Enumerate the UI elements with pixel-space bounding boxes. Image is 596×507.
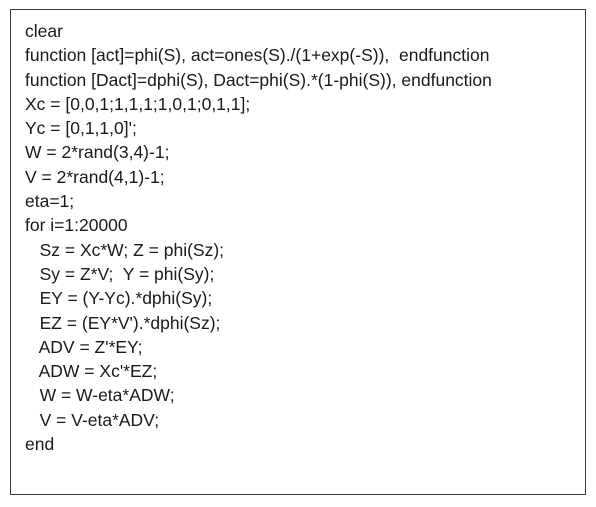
code-line: Xc = [0,0,1;1,1,1;1,0,1;0,1,1]; — [25, 93, 251, 114]
code-line: W = W-eta*ADW; — [25, 385, 175, 406]
code-box: clear function [act]=phi(S), act=ones(S)… — [10, 9, 586, 495]
code-line: EZ = (EY*V').*dphi(Sz); — [25, 312, 221, 333]
code-line: end — [25, 434, 55, 455]
code-line: EY = (Y-Yc).*dphi(Sy); — [25, 288, 213, 309]
code-line: V = 2*rand(4,1)-1; — [25, 166, 165, 187]
code-line: V = V-eta*ADV; — [25, 409, 160, 430]
code-line: for i=1:20000 — [25, 215, 128, 236]
code-line: Sz = Xc*W; Z = phi(Sz); — [25, 239, 225, 260]
code-line: W = 2*rand(3,4)-1; — [25, 142, 170, 163]
code-line: function [Dact]=dphi(S), Dact=phi(S).*(1… — [25, 69, 492, 90]
code-line: Sy = Z*V; Y = phi(Sy); — [25, 263, 215, 284]
code-listing: clear function [act]=phi(S), act=ones(S)… — [25, 19, 492, 456]
code-line: function [act]=phi(S), act=ones(S)./(1+e… — [25, 45, 490, 66]
code-line: Yc = [0,1,1,0]'; — [25, 118, 137, 139]
code-line: ADV = Z'*EY; — [25, 336, 143, 357]
code-line: eta=1; — [25, 191, 75, 212]
code-line: ADW = Xc'*EZ; — [25, 361, 158, 382]
code-line: clear — [25, 21, 63, 41]
